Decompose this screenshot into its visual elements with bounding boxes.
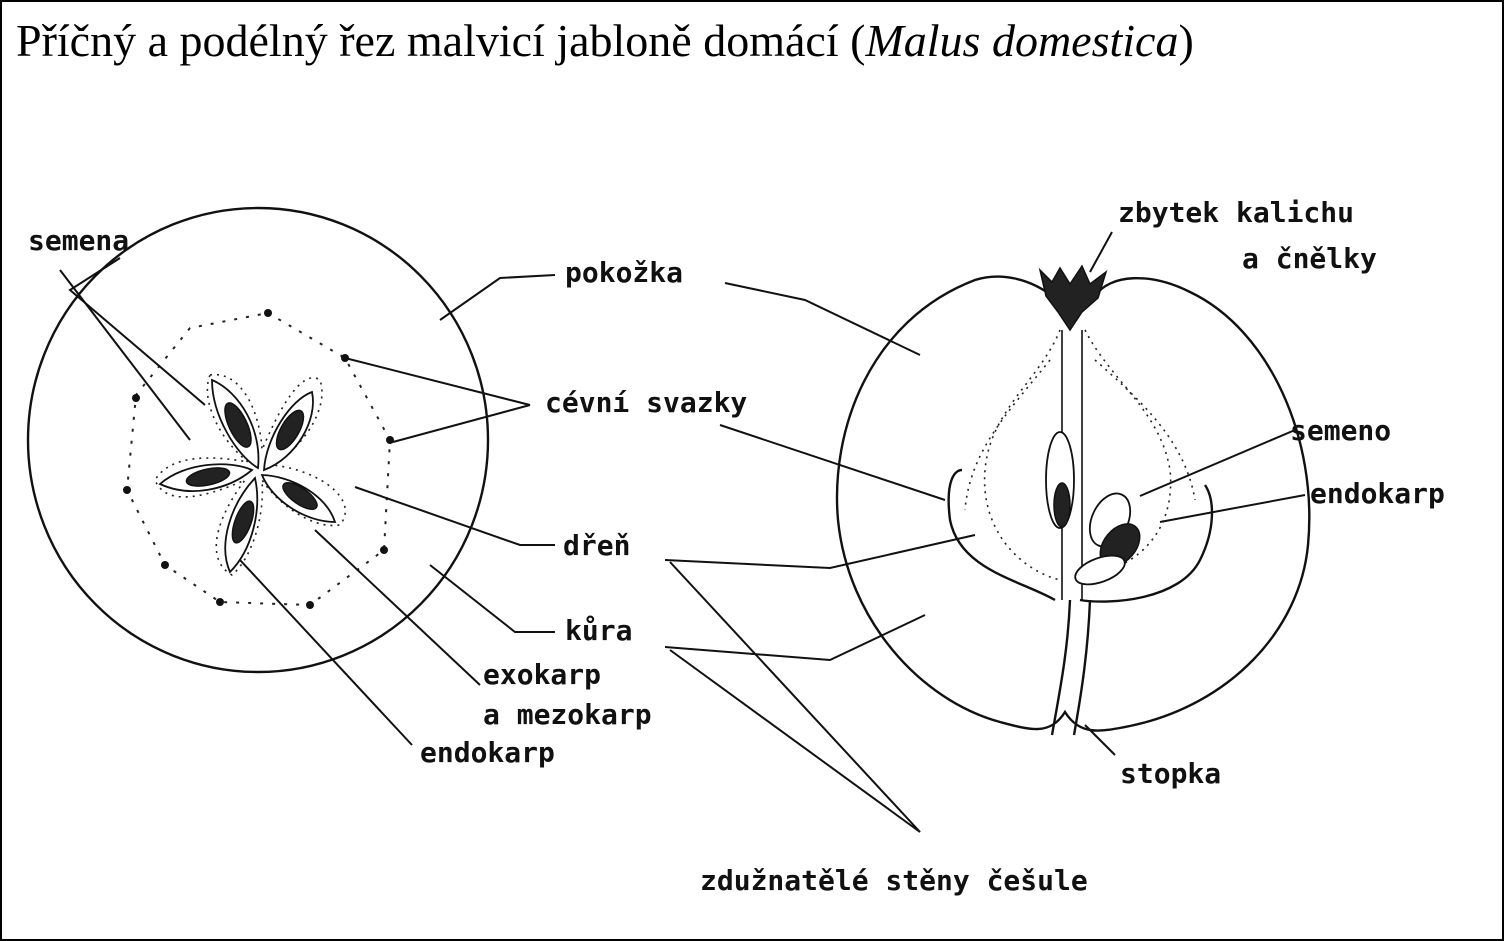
- title-text: Příčný a podélný řez malvicí jabloně dom…: [16, 15, 866, 66]
- label-kura: kůra: [565, 614, 632, 647]
- label-exokarp-line1: exokarp: [483, 658, 601, 691]
- title-species: Malus domestica: [865, 15, 1179, 66]
- seeds-long: [1045, 431, 1141, 586]
- core-line-right: [1079, 484, 1214, 603]
- longitudinal-outline: [835, 275, 1311, 732]
- cross-section: [26, 206, 490, 674]
- label-zbytek-line1: zbytek kalichu: [1118, 196, 1354, 229]
- label-zduznatele: zdužnatělé stěny češule: [700, 864, 1088, 897]
- label-semena: semena: [28, 224, 129, 257]
- label-stopka: stopka: [1120, 757, 1221, 790]
- label-endokarp-right: endokarp: [1310, 477, 1445, 510]
- longitudinal-section: [835, 264, 1311, 736]
- outer-dotted-right: [1094, 359, 1196, 501]
- label-exokarp-line2: a mezokarp: [483, 698, 652, 731]
- leader-lines: [59, 231, 1306, 833]
- seeds-cross: [158, 378, 337, 574]
- label-endokarp-left: endokarp: [420, 736, 555, 769]
- label-zbytek-line2: a čnělky: [1242, 242, 1377, 275]
- cross-section-outline: [26, 206, 490, 674]
- label-cevni-svazky: cévní svazky: [545, 386, 747, 419]
- outer-dotted-left: [964, 359, 1051, 511]
- figure-title: Příčný a podélný řez malvicí jabloně dom…: [16, 18, 1194, 64]
- label-semeno: semeno: [1290, 414, 1391, 447]
- title-close-paren: ): [1178, 15, 1194, 66]
- label-dren: dřeň: [563, 529, 630, 562]
- label-pokozka: pokožka: [565, 256, 683, 289]
- core-line-left: [947, 468, 1056, 602]
- calyx-remnant: [1038, 264, 1108, 332]
- stalk: [1050, 599, 1092, 736]
